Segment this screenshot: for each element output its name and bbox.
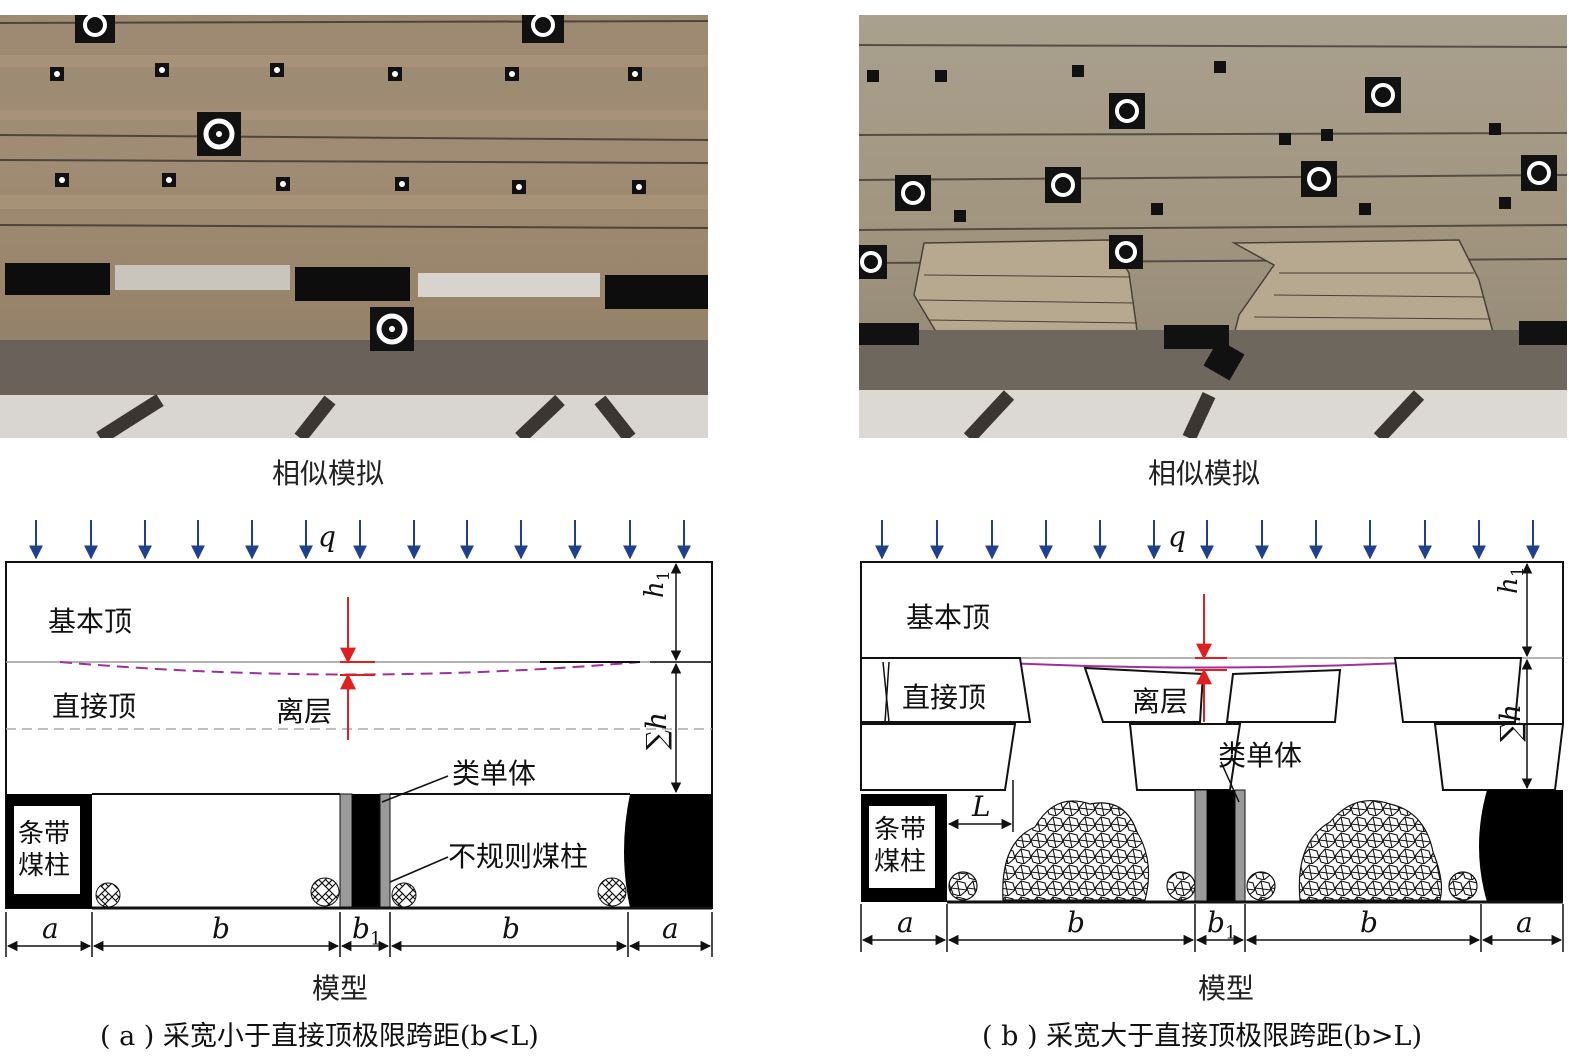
photo-similar-simulation-a [0,15,708,438]
load-arrows-b [875,520,1540,560]
load-label-b: q [1168,520,1186,553]
basic-roof-label-b: 基本顶 [906,601,991,634]
rock-model-photo-a [0,15,708,438]
dim-b1-text-b: b [1207,906,1225,939]
irregular-pillar-label-a: 不规则煤柱 [448,840,589,873]
strip-pillar-label-b: 条带 煤柱 [874,815,927,877]
dim-b1-b: b1 [1207,906,1236,944]
limit-span-label-b: L [972,790,991,823]
quasi-unit-label-a: 类单体 [452,757,537,790]
h1-text-a: h [640,581,670,598]
model-caption-a: 模型 [312,972,369,1005]
basic-roof-label-a: 基本顶 [48,605,133,638]
model-caption-b: 模型 [1198,972,1255,1005]
dim-a-left-a: a [42,912,59,945]
load-label-a: q [318,520,336,553]
dim-b-right-b: b [1360,906,1378,939]
h1-label-b: h1 [1494,566,1528,594]
dim-a-right-a: a [662,912,679,945]
dim-b-left-a: b [212,912,230,945]
load-arrows [29,520,691,560]
dim-b-right-a: b [502,912,520,945]
h1-label-a: h1 [640,570,674,598]
dim-b-left-b: b [1067,906,1085,939]
separation-label-b: 离层 [1132,685,1189,718]
photo-caption-b: 相似模拟 [1148,457,1261,490]
dim-b1-text-a: b [352,912,370,945]
subcaption-b: ( b ) 采宽大于直接顶极限跨距(b>L) [982,1021,1423,1052]
dim-a-left-b: a [897,906,914,939]
dim-b1-sub-a: 1 [369,928,382,950]
sum-h-label-b: ∑h [1494,703,1527,742]
subcaption-a: ( a ) 采宽小于直接顶极限跨距(b<L) [100,1021,539,1052]
rock-model-photo-b [859,15,1567,438]
dim-a-right-b: a [1516,906,1533,939]
sum-h-label-a: ∑h [640,711,673,750]
direct-roof-label-b: 直接顶 [902,681,987,714]
h1-sub-b: 1 [1508,566,1529,578]
dim-b1-a: b1 [352,912,381,950]
dim-b1-sub-b: 1 [1224,922,1237,944]
model-diagram-a [5,520,713,957]
strip-pillar-label-a: 条带 煤柱 [18,819,71,881]
direct-roof-label-a: 直接顶 [52,690,137,723]
model-diagram-b [860,520,1565,952]
quasi-unit-label-b: 类单体 [1218,739,1303,772]
photo-similar-simulation-b [859,15,1567,438]
photo-caption-a: 相似模拟 [272,457,385,490]
h1-text-b: h [1494,577,1524,594]
separation-label-a: 离层 [276,695,333,728]
h1-sub-a: 1 [654,570,675,582]
